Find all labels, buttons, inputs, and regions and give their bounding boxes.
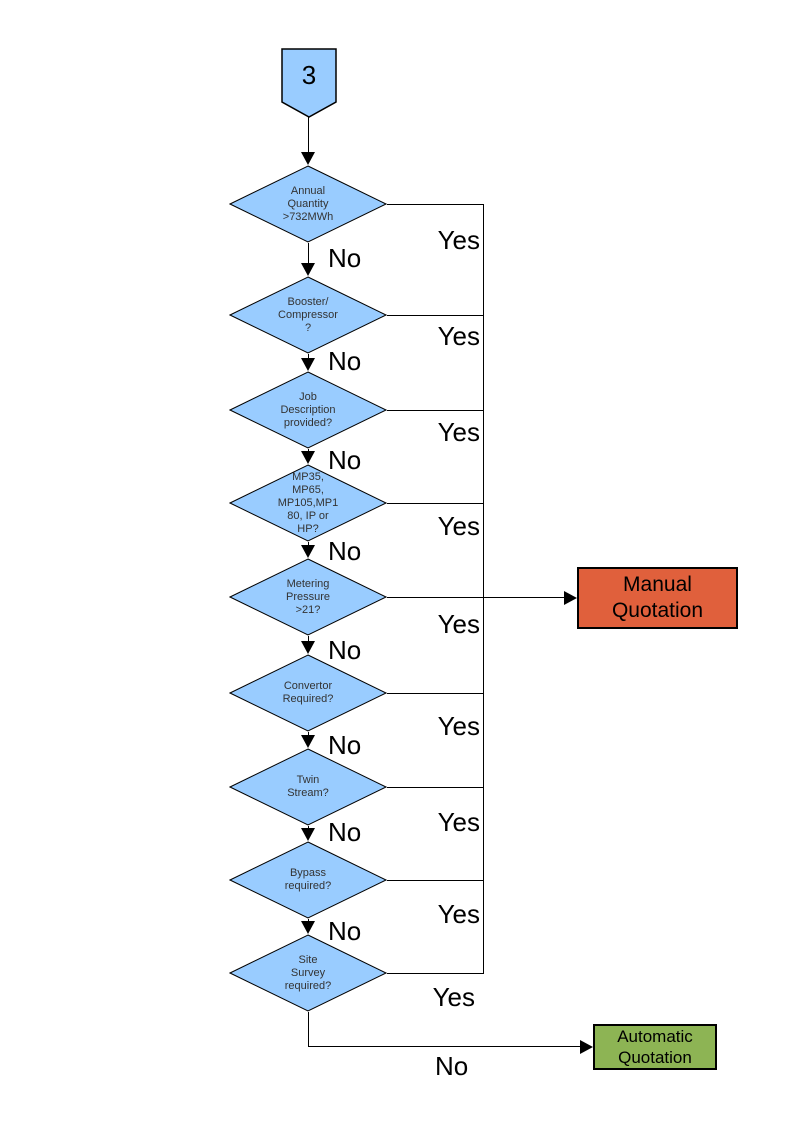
yes-label: Yes [437,899,480,929]
no-label: No [328,916,362,946]
automatic-quotation-label: Automatic Quotation [617,1027,693,1067]
diamond-shape-icon [229,558,387,636]
decision-label: Site Survey required? [284,953,332,992]
decision-annual-quantity: Annual Quantity >732MWh [229,165,387,243]
yes-label: Yes [437,417,480,447]
pentagon-shape-icon [281,48,337,118]
yes-label: Yes [432,982,475,1012]
decision-metering-pressure: Metering Pressure >21? [229,558,387,636]
diamond-shape-icon [229,371,387,449]
flow-line [308,117,309,153]
manual-quotation-arrow-line [484,597,565,598]
no-label: No [328,635,362,665]
diamond-shape-icon [229,276,387,354]
diamond-shape-icon [229,934,387,1012]
no-label: No [328,536,362,566]
flow-line [308,826,309,829]
decision-bypass: Bypass required? [229,841,387,919]
decision-label: Convertor Required? [282,680,334,705]
arrow-down-icon [301,641,315,654]
yes-connector [387,315,483,316]
flow-line [308,354,309,359]
arrow-down-icon [301,545,315,558]
diamond-shape-icon [229,841,387,919]
decision-booster-compressor: Booster/ Compressor ? [229,276,387,354]
diamond-shape-icon [229,654,387,732]
yes-connector [387,880,483,881]
automatic-quotation-box: Automatic Quotation [593,1024,717,1070]
yes-connector [387,973,483,974]
flow-line [308,243,309,264]
yes-connector [387,693,483,694]
no-path-line-horizontal [308,1046,581,1047]
flow-line [308,636,309,642]
decision-label: MP35, MP65, MP105,MP1 80, IP or HP? [277,470,339,535]
arrow-down-icon [301,358,315,371]
manual-quotation-label: Manual Quotation [611,573,704,622]
decision-label: Job Description provided? [280,390,336,429]
diamond-shape-icon [229,464,387,542]
manual-quotation-box: Manual Quotation [577,567,738,629]
arrow-down-icon [301,735,315,748]
yes-label: Yes [437,225,480,255]
flow-line [308,919,309,922]
arrow-down-icon [301,152,315,165]
arrow-right-icon [580,1040,593,1054]
decision-label: Metering Pressure >21? [285,577,331,616]
yes-label: Yes [437,807,480,837]
decision-label: Booster/ Compressor ? [278,295,338,334]
flow-line [308,449,309,452]
yes-label: Yes [437,711,480,741]
decision-site-survey: Site Survey required? [229,934,387,1012]
decision-label: Annual Quantity >732MWh [282,184,334,223]
no-label: No [328,346,362,376]
yes-connector [387,597,483,598]
flow-line [308,732,309,736]
arrow-right-icon [564,591,577,605]
yes-trunk-line [483,204,484,974]
decision-label: Bypass required? [284,867,332,892]
no-label: No [435,1051,469,1081]
decision-meter-type: MP35, MP65, MP105,MP1 80, IP or HP? [229,464,387,542]
yes-connector [387,787,483,788]
no-label: No [328,243,362,273]
yes-connector [387,410,483,411]
diamond-shape-icon [229,748,387,826]
arrow-down-icon [301,263,315,276]
arrow-down-icon [301,921,315,934]
yes-label: Yes [437,609,480,639]
decision-job-description: Job Description provided? [229,371,387,449]
offpage-connector-3: 3 [281,48,337,119]
yes-label: Yes [437,511,480,541]
connector-label: 3 [301,60,317,90]
diamond-shape-icon [229,165,387,243]
no-label: No [328,817,362,847]
yes-label: Yes [437,321,480,351]
decision-twin-stream: Twin Stream? [229,748,387,826]
no-label: No [328,445,362,475]
decision-label: Twin Stream? [287,774,329,799]
yes-connector [387,204,483,205]
arrow-down-icon [301,828,315,841]
decision-convertor: Convertor Required? [229,654,387,732]
flow-line [308,542,309,546]
no-label: No [328,730,362,760]
yes-connector [387,503,483,504]
no-path-line-vertical [308,1012,309,1047]
arrow-down-icon [301,451,315,464]
